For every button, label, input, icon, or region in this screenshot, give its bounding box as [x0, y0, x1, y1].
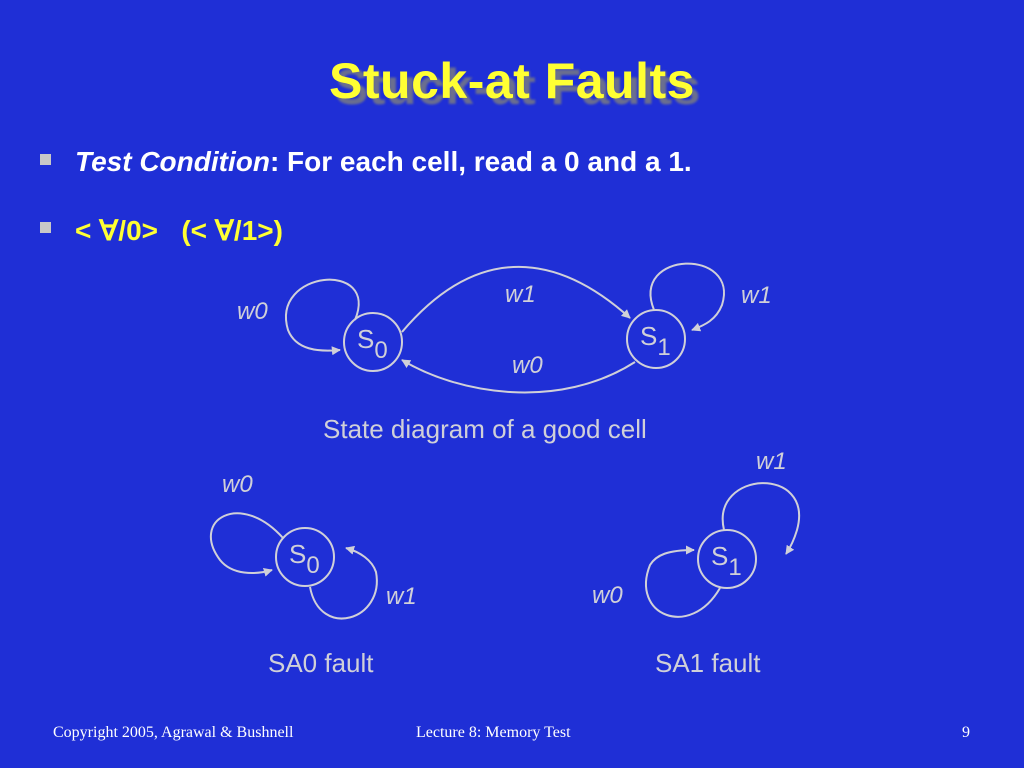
sa0-caption: SA0 fault: [268, 648, 374, 678]
sa1-state-label: S1: [711, 541, 742, 581]
good-caption: State diagram of a good cell: [323, 414, 647, 444]
bullet-march-notation: < ∀/0> (< ∀/1>): [40, 214, 283, 247]
sa1-loop-left: [645, 545, 721, 618]
bullet-square-icon: [40, 153, 51, 165]
footer-lecture: Lecture 8: Memory Test: [416, 724, 571, 741]
good-s0-self-loop: [285, 278, 360, 356]
bullet-label: Test Condition: [75, 146, 270, 177]
sa0-state-label: S0: [289, 539, 320, 579]
sa0-loop-top-label: w0: [222, 471, 253, 498]
footer-page-number: 9: [962, 724, 970, 741]
good-arc-bottom-label: w0: [512, 352, 543, 379]
good-s0-loop-label: w0: [237, 298, 268, 325]
sa1-state-circle: [697, 529, 757, 589]
sa1-loop-top-label: w1: [756, 448, 787, 475]
sa0-loop-bottom-label: w1: [386, 583, 417, 610]
bullet-text: : For each cell, read a 0 and a 1.: [269, 146, 692, 177]
good-s0-label: S0: [357, 324, 388, 364]
sa0-loop-top: [209, 512, 284, 577]
good-s1-self-loop: [649, 262, 725, 332]
good-s1-circle: [626, 309, 686, 369]
good-s0-circle: [343, 312, 403, 372]
bullet-text: < ∀/0> (< ∀/1>): [75, 215, 283, 246]
sa1-loop-top: [721, 482, 800, 555]
sa1-caption: SA1 fault: [655, 648, 761, 678]
sa0-state-circle: [275, 527, 335, 587]
good-arc-bottom: [401, 359, 636, 394]
good-arc-top-label: w1: [505, 281, 536, 308]
good-s1-label: S1: [640, 321, 671, 361]
good-arc-top: [401, 265, 631, 333]
bullet-square-icon: [40, 222, 51, 233]
slide-title: Stuck-at Faults: [329, 53, 695, 109]
good-s1-loop-label: w1: [741, 282, 772, 309]
sa1-loop-left-label: w0: [592, 582, 623, 609]
footer-copyright: Copyright 2005, Agrawal & Bushnell: [53, 724, 294, 741]
bullet-test-condition: Test Condition: For each cell, read a 0 …: [40, 146, 692, 178]
sa0-loop-bottom: [309, 545, 378, 620]
